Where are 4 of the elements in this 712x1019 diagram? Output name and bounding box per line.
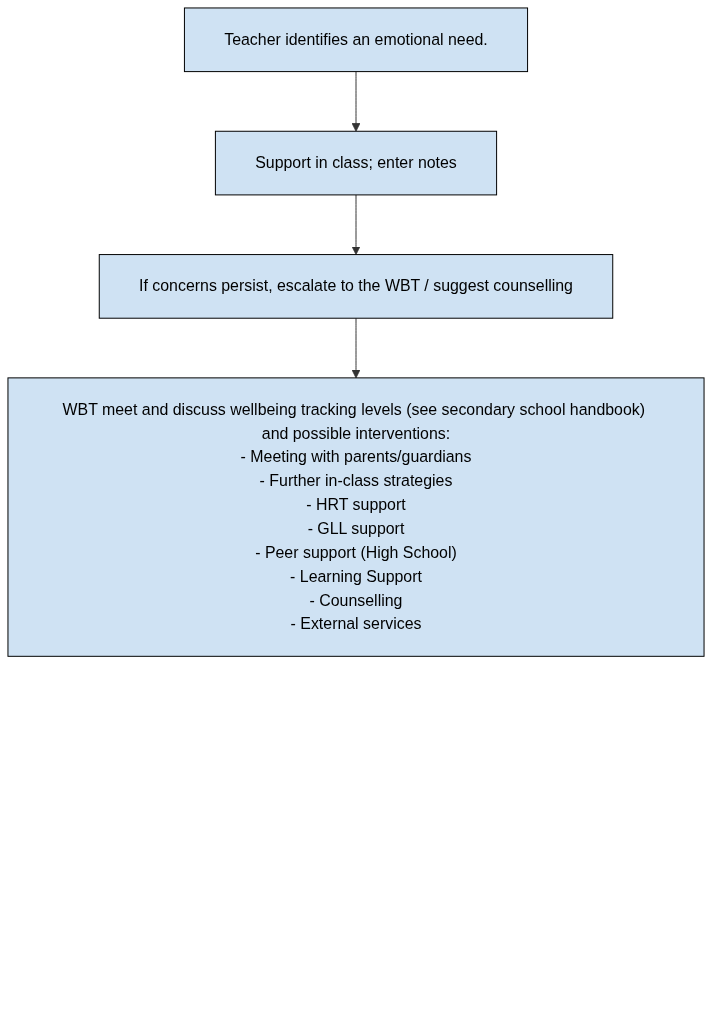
node-box: Support in class; enter notes	[214, 130, 498, 196]
node-box: WBT meet and discuss wellbeing tracking levels (see secondary school handbook) and possible interventions: - Meeting with parents/guardians - Further in-class strategies - HRT support - GLL support - Peer support (High School) - Learning Support - Counselling - External services	[7, 377, 705, 657]
node-box: If concerns persist, escalate to the WBT / suggest counselling	[98, 254, 614, 319]
node-box: Teacher identifies an emotional need.	[183, 7, 529, 73]
